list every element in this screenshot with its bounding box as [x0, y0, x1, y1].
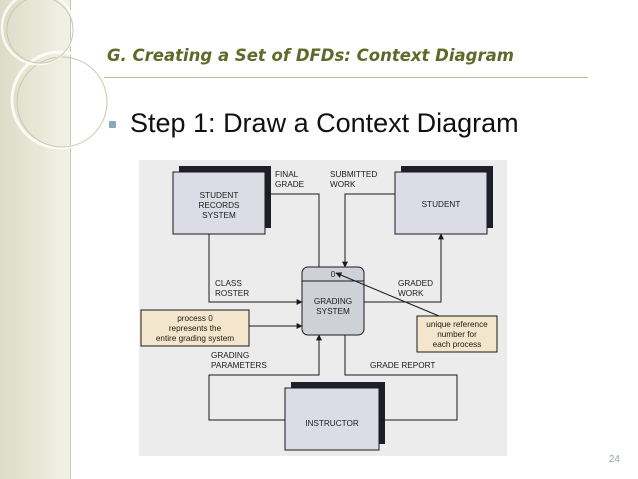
- flow-grade-report: [344, 335, 458, 423]
- flow-submitted-work: [342, 193, 395, 268]
- annotation-line: each process: [433, 340, 482, 349]
- annotation-line: unique reference: [426, 320, 488, 329]
- bullet-text: Step 1: Draw a Context Diagram: [130, 108, 519, 138]
- entity-student: STUDENT: [394, 166, 493, 235]
- annotation-reference-number: unique reference number for each process: [335, 272, 498, 353]
- annotation-process-0: process 0 represents the entire grading …: [140, 309, 303, 347]
- annotation-line: represents the: [169, 324, 222, 333]
- flow-label-submitted-work: SUBMITTED: [330, 170, 377, 179]
- bullet-marker: [109, 121, 116, 128]
- left-decorative-strip: [0, 0, 70, 479]
- title-divider: [104, 77, 588, 78]
- entity-label: INSTRUCTOR: [305, 419, 359, 428]
- flow-label-class-roster: ROSTER: [215, 289, 249, 298]
- entity-student-records-system: STUDENT RECORDS SYSTEM: [172, 166, 271, 235]
- decorative-circles: [0, 0, 110, 150]
- strip-border-line: [70, 0, 71, 479]
- flow-label-grade-report: GRADE REPORT: [370, 361, 435, 370]
- flow-label-final-grade: FINAL: [275, 170, 299, 179]
- entity-instructor: INSTRUCTOR: [284, 382, 385, 451]
- context-diagram: STUDENT RECORDS SYSTEM STUDENT INSTRUCTO…: [139, 160, 507, 456]
- flow-final-grade: [264, 191, 320, 267]
- annotation-line: entire grading system: [156, 334, 234, 343]
- process-name-line: SYSTEM: [316, 307, 350, 316]
- annotation-line: number for: [437, 330, 477, 339]
- flow-label-grading-parameters: GRADING: [211, 351, 249, 360]
- flow-grading-parameters: [208, 334, 322, 421]
- flow-label-submitted-work: WORK: [330, 180, 356, 189]
- annotation-line: process 0: [177, 314, 213, 323]
- flow-graded-work: [364, 233, 444, 303]
- flow-label-graded-work: GRADED: [398, 279, 433, 288]
- flow-label-grading-parameters: PARAMETERS: [211, 361, 267, 370]
- process-number: 0: [331, 270, 336, 279]
- flow-label-graded-work: WORK: [398, 289, 424, 298]
- flow-class-roster: [208, 234, 303, 305]
- slide-title: G. Creating a Set of DFDs: Context Diagr…: [107, 46, 514, 65]
- entity-label-line: STUDENT: [200, 191, 239, 200]
- slide-number: 24: [608, 454, 620, 465]
- flow-label-class-roster: CLASS: [215, 279, 242, 288]
- process-grading-system: 0 GRADING SYSTEM: [301, 266, 365, 336]
- process-name-line: GRADING: [314, 297, 352, 306]
- flow-label-final-grade: GRADE: [275, 180, 305, 189]
- entity-label-line: RECORDS: [199, 201, 240, 210]
- entity-label: STUDENT: [422, 200, 461, 209]
- entity-label-line: SYSTEM: [202, 211, 236, 220]
